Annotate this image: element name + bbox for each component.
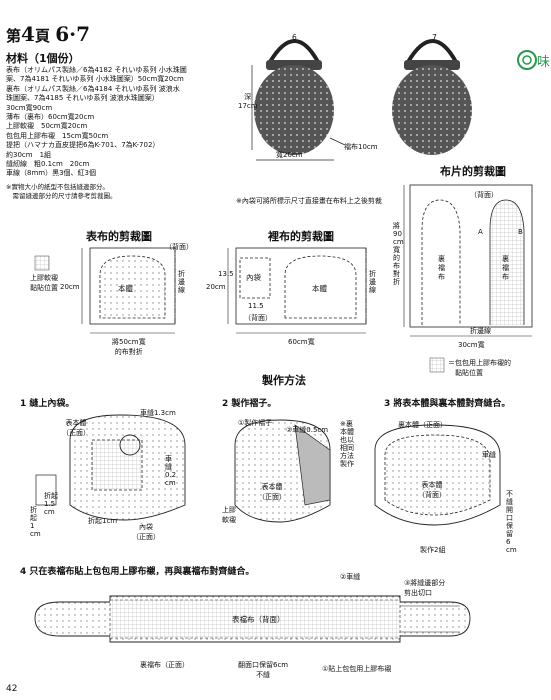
lining-height-label: 20cm <box>206 283 226 291</box>
step1-diagram <box>35 414 186 521</box>
step1-car2-label: 車 縫 0.2 cm <box>165 455 177 487</box>
step1-body-label: 表本體 （正面） <box>62 419 90 437</box>
gusset-left-dim: 將 90 cm 寬 的 布 對 折 <box>393 222 404 286</box>
lining-cut-diagram <box>227 247 367 334</box>
material-line: 包包用上膠布襯 15cm寬50cm <box>6 131 109 140</box>
lining-cut-title: 裡布的剪裁圖 <box>268 230 334 243</box>
step1-fold-label: 折起 1.5 cm <box>44 492 58 516</box>
lining-width-label: 60cm寬 <box>288 338 315 346</box>
gusset-fold-label: 折邊線 <box>470 327 491 335</box>
gusset-pointer-line <box>329 137 346 146</box>
step1-fold2-label: 折起1cm <box>88 517 118 525</box>
lining-back-label: （背面） <box>244 314 272 322</box>
materials-notes: ※實物大小的紙型不包括縫邊部分。 需留縫邊部分的尺寸請參考剪裁圖。 <box>6 183 146 201</box>
gusset-width-label: 30cm寬 <box>458 341 485 349</box>
gusset-label: 襠布10cm <box>344 143 378 151</box>
page-number: 42 <box>6 684 18 694</box>
outer-height-label: 20cm <box>60 283 80 291</box>
step2-body-label: 表本體 （正面） <box>258 483 286 501</box>
step3-open-label: 不 縫 開 口 保 留 6 cm <box>506 490 517 554</box>
header-prefix: 第 <box>6 27 22 45</box>
gusset-outer-label: 裏 襠 布 <box>502 255 509 281</box>
header-page: 4 <box>21 22 35 46</box>
step2-glue-label: 上膠 軟襯 <box>222 506 236 524</box>
step1-fold3-label: 折 起 1 cm <box>30 506 41 538</box>
pocket-label: 內袋 <box>246 273 261 282</box>
material-line: 案、7為4181 それいゆ系列 小水珠圖案）50cm寬20cm <box>6 75 184 84</box>
glue-label: 上膠軟襯 黏貼位置 <box>30 274 58 292</box>
material-line: 縫紉線 粗0.1cm 20cm <box>6 160 90 169</box>
gusset-a-label: A <box>478 228 483 236</box>
header-items: 6·7 <box>55 22 90 46</box>
page-header: 第4頁 6·7 <box>6 22 90 46</box>
materials-list: 表布（オリムパス製絲／6為4182 それいゆ系列 小水珠圖案、7為4181 それ… <box>6 66 236 179</box>
lining-note: ※內袋可將所標示尺寸直接畫在布料上之後剪裁 <box>236 197 382 205</box>
item7-label: 7 <box>432 33 437 42</box>
step1-title: 1 縫上內袋。 <box>20 399 75 409</box>
gusset-cut-title: 布片的剪裁圖 <box>440 165 506 178</box>
header-suffix: 頁 <box>34 27 50 45</box>
material-line: 車線（8mm）黑3個、紅3個 <box>6 169 96 178</box>
bag-photo-6 <box>254 39 334 155</box>
material-note: ※實物大小的紙型不包括縫邊部分。 <box>6 183 109 191</box>
bag-photo-7 <box>392 39 472 155</box>
step2-side-note: ※裏本體也以相同方法製作 <box>340 420 354 468</box>
outer-back-label: （背面） <box>165 243 193 251</box>
step4-s3: ③將縫邊部分 剪出切口 <box>404 579 446 597</box>
brand-logo: 味 <box>515 40 551 80</box>
gusset-legend: ＝包包用上膠布襯的 黏貼位置 <box>448 359 511 377</box>
material-line: 薄布（裏布）60cm寬20cm <box>6 113 95 122</box>
step1-pocket-label: 內袋 （正面） <box>132 523 160 541</box>
gusset-b-label: B <box>518 228 523 236</box>
material-line: 裏布（オリムパス製絲／6為4184 それいゆ系列 波浪水 <box>6 84 180 93</box>
width-label: 寬20cm <box>276 151 303 159</box>
step2-sub2: ②車縫0.5cm <box>286 426 329 434</box>
step3-count-label: 製作2組 <box>420 546 446 554</box>
step3-body-label: 表本體 （背面） <box>418 481 446 499</box>
step3-inner-label: 裏本體（正面） <box>398 421 447 429</box>
lining-dim2: 11.5 <box>248 302 264 310</box>
step4-s2: ②車縫 <box>340 573 361 581</box>
depth-label: 深 17cm <box>238 93 258 110</box>
svg-text:味: 味 <box>537 55 550 70</box>
material-line: 30cm寬90cm <box>6 103 53 112</box>
step4-left-label: 裏襠布（正面） <box>140 661 189 669</box>
outer-cut-title: 表布的剪裁圖 <box>86 230 152 243</box>
materials-title: 材料（1個份） <box>6 52 80 65</box>
method-title: 製作方法 <box>262 374 306 387</box>
step4-center-label: 表襠布（背面） <box>232 615 285 624</box>
step4-diagram <box>34 595 471 643</box>
lining-dim1: 13.5 <box>218 270 234 278</box>
lining-fold-label: 折 邊 線 <box>369 270 376 294</box>
step4-open-label: 翻面口保留6cm 不縫 <box>238 661 289 679</box>
step3-diagram <box>374 424 501 526</box>
gusset-inner-label: 裏 襠 布 <box>438 255 445 281</box>
lining-body-label: 本體 <box>312 284 327 293</box>
outer-fold-label: 折 邊 線 <box>178 270 185 294</box>
material-line: 珠圖案、7為4185 それいゆ系列 波浪水珠圖案） <box>6 94 159 103</box>
material-line: 約30cm 1組 <box>6 150 52 159</box>
gusset-back-label: （背面） <box>470 191 498 199</box>
material-line: 提把（ハマナカ直皮提把6為K-701、7為K-702） <box>6 141 160 150</box>
step4-title: 4 只在表襠布貼上包包用上膠布襯，再與裏襠布對齊縫合。 <box>20 567 255 577</box>
step2-sub1: ①製作褶子 <box>238 419 273 427</box>
outer-body-label: 本體 <box>118 284 133 293</box>
outer-bottom-label: 將50cm寬 的布對折 <box>112 338 146 356</box>
step2-diagram <box>234 419 331 523</box>
step1-car-label: 車縫1.3cm <box>140 409 176 417</box>
material-line: 上膠軟襯 50cm寬20cm <box>6 122 88 131</box>
step2-title: 2 製作褶子。 <box>222 399 277 409</box>
material-line: 表布（オリムパス製絲／6為4182 それいゆ系列 小水珠圖 <box>6 66 187 74</box>
step3-title: 3 將表本體與裏本體對齊縫合。 <box>384 399 511 409</box>
outer-cut-diagram <box>34 247 176 334</box>
item6-label: 6 <box>292 33 297 42</box>
step4-s1: ①貼上包包用上膠布襯 <box>322 665 392 673</box>
step3-car-label: 車縫 <box>482 451 496 459</box>
gusset-cut-diagram <box>403 184 533 373</box>
material-note: 需留縫邊部分的尺寸請參考剪裁圖。 <box>6 192 117 200</box>
